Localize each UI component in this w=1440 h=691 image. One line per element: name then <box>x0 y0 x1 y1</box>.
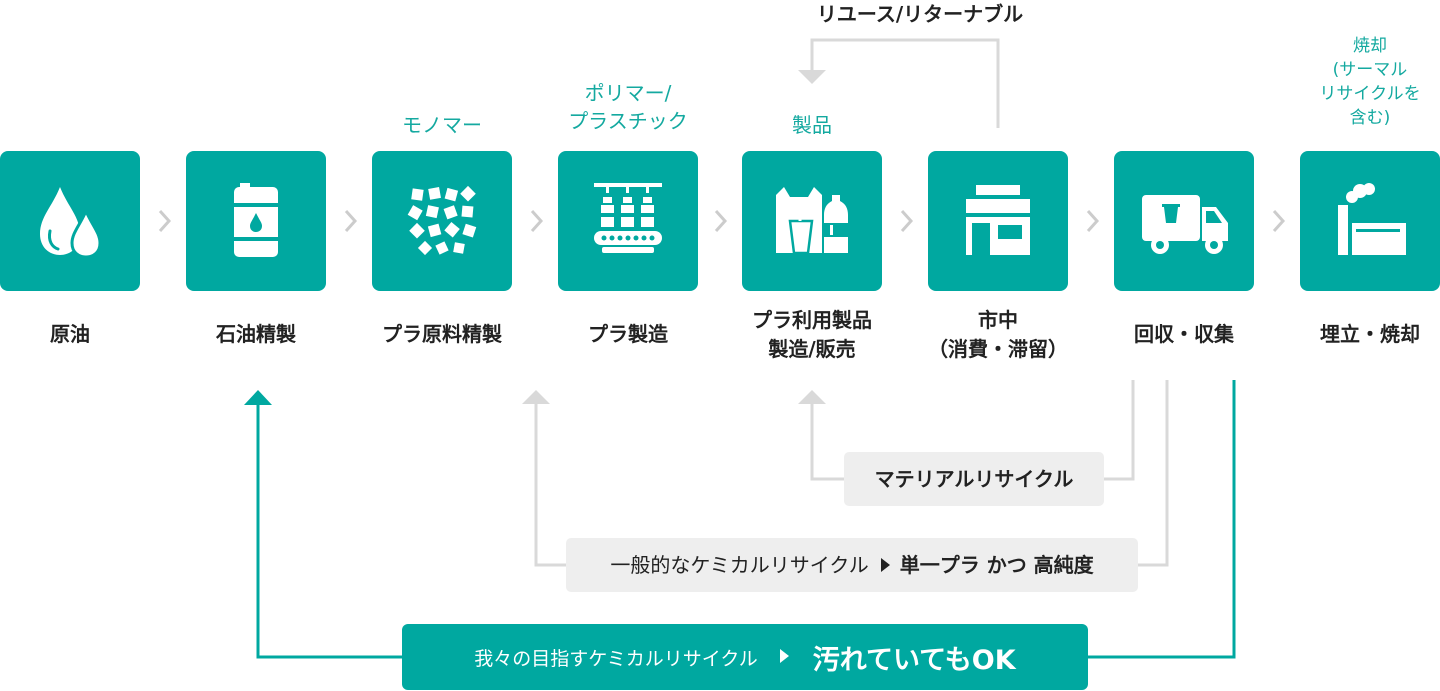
stage-tile-products <box>742 151 882 291</box>
top-label-incineration: 焼却 (サーマル リサイクルを 含む) <box>1319 36 1421 128</box>
stage-label-crude-oil: 原油 <box>50 322 90 346</box>
stage-label-disposal: 埋立・焼却 <box>1320 322 1420 346</box>
general-chem-arrowhead <box>522 390 550 404</box>
general-chem-prefix: 一般的なケミカルリサイクル <box>610 553 869 577</box>
our-chem-line <box>256 380 1236 659</box>
material-recycle-box: マテリアルリサイクル <box>844 452 1104 506</box>
chevron-right-icon <box>1086 209 1100 233</box>
reuse-label: リユース/リターナブル <box>816 2 1024 26</box>
chevron-right-icon <box>344 209 358 233</box>
general-chem-recycle-box: 一般的なケミカルリサイクル 単一プラ かつ 高純度 <box>566 538 1138 592</box>
play-triangle-icon <box>779 649 789 663</box>
material-recycle-arrowhead <box>798 390 826 404</box>
our-chem-suffix: 汚れていてもOK <box>812 644 1016 676</box>
chevron-right-icon <box>1272 209 1286 233</box>
general-chem-line <box>534 380 1169 567</box>
stage-tile-plastic-manufacturing <box>558 151 698 291</box>
incinerator-icon <box>1338 183 1406 255</box>
chevron-right-icon <box>530 209 544 233</box>
garbage-truck-icon <box>1142 195 1228 254</box>
reuse-arrowhead <box>798 70 826 84</box>
top-label-monomer: モノマー <box>402 113 482 137</box>
stage-label-refining: 石油精製 <box>216 322 296 346</box>
our-chem-prefix: 我々の目指すケミカルリサイクル <box>474 647 758 670</box>
our-chem-arrowhead <box>244 390 272 405</box>
stage-tile-collection <box>1114 151 1254 291</box>
oil-barrel-icon <box>232 183 280 257</box>
stage-label-monomer: プラ原料精製 <box>382 322 502 346</box>
our-chem-recycle-box: 我々の目指すケミカルリサイクル 汚れていてもOK <box>402 624 1088 690</box>
stage-label-market: 市中 （消費・滞留） <box>928 308 1068 361</box>
material-recycle-line <box>810 380 1135 481</box>
reuse-loop-line <box>810 38 1000 128</box>
monomer-pellets-icon <box>407 185 477 256</box>
bottling-line-icon <box>594 183 662 253</box>
chevron-right-icon <box>714 209 728 233</box>
stage-tile-refining <box>186 151 326 291</box>
stage-tile-disposal <box>1300 151 1440 291</box>
stage-tile-crude-oil <box>0 151 140 291</box>
plastic-products-icon <box>776 187 848 255</box>
stage-tile-monomer <box>372 151 512 291</box>
stage-label-products: プラ利用製品 製造/販売 <box>752 308 872 361</box>
store-icon <box>966 185 1030 255</box>
play-triangle-icon <box>880 558 890 572</box>
stage-label-plastic-manufacturing: プラ製造 <box>588 322 668 346</box>
general-chem-suffix: 単一プラ かつ 高純度 <box>899 553 1094 577</box>
stage-label-collection: 回収・収集 <box>1134 322 1234 346</box>
oil-drops-icon <box>40 187 102 259</box>
top-label-product: 製品 <box>792 113 832 137</box>
stage-tile-market <box>928 151 1068 291</box>
top-label-polymer: ポリマー/ プラスチック <box>568 81 688 133</box>
chevron-right-icon <box>158 209 172 233</box>
material-recycle-label: マテリアルリサイクル <box>874 467 1074 491</box>
chevron-right-icon <box>900 209 914 233</box>
